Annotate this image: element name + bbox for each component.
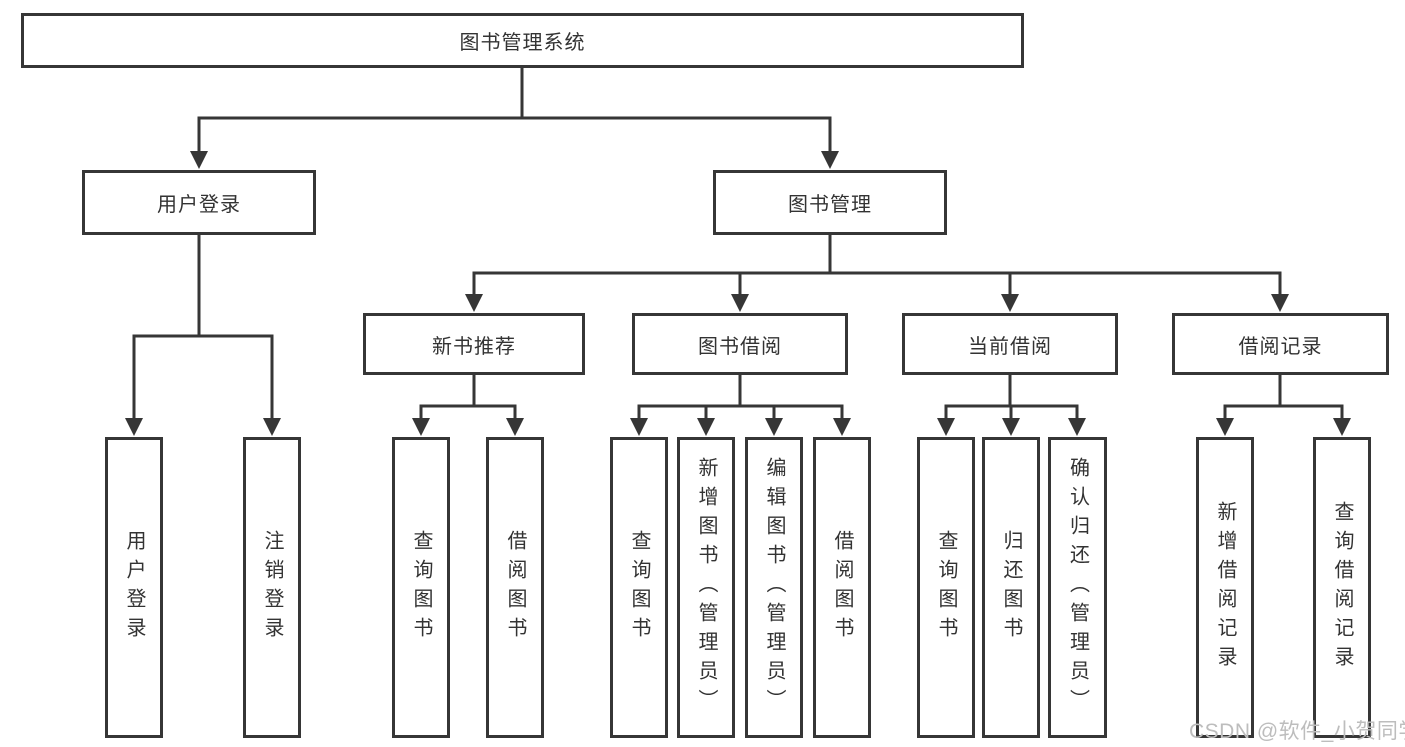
leaf-label: 查询借阅记录 — [1331, 500, 1353, 675]
leaf-add-book-admin: 新增图书（管理员） — [677, 437, 735, 738]
leaf-label: 借阅图书 — [504, 529, 526, 646]
leaf-user-login: 用户登录 — [105, 437, 163, 738]
watermark-text: CSDN @软件_小贺同学 — [1189, 720, 1405, 743]
leaf-label: 新增借阅记录 — [1214, 500, 1236, 675]
leaf-borrowing-query-books: 查询图书 — [610, 437, 668, 738]
leaf-borrowing-borrow-books: 借阅图书 — [813, 437, 871, 738]
leaf-label: 归还图书 — [1000, 529, 1022, 646]
node-book-management: 图书管理 — [713, 170, 947, 235]
leaf-label: 编辑图书（管理员） — [763, 457, 785, 718]
node-user-login: 用户登录 — [82, 170, 316, 235]
node-borrowing-records: 借阅记录 — [1172, 313, 1389, 375]
leaf-recommend-borrow-books: 借阅图书 — [486, 437, 544, 738]
leaf-confirm-return-admin: 确认归还（管理员） — [1048, 437, 1107, 738]
leaf-add-borrow-record: 新增借阅记录 — [1196, 437, 1254, 738]
leaf-label: 借阅图书 — [831, 529, 853, 646]
leaf-label: 查询图书 — [628, 529, 650, 646]
leaf-label: 用户登录 — [123, 529, 145, 646]
node-root: 图书管理系统 — [21, 13, 1024, 68]
leaf-query-borrow-record: 查询借阅记录 — [1313, 437, 1371, 738]
leaf-return-books: 归还图书 — [982, 437, 1040, 738]
leaf-label: 新增图书（管理员） — [695, 457, 717, 718]
leaf-logout: 注销登录 — [243, 437, 301, 738]
node-new-book-recommend: 新书推荐 — [363, 313, 585, 375]
leaf-current-query-books: 查询图书 — [917, 437, 975, 738]
leaf-edit-book-admin: 编辑图书（管理员） — [745, 437, 803, 738]
leaf-label: 注销登录 — [261, 529, 283, 646]
leaf-recommend-query-books: 查询图书 — [392, 437, 450, 738]
leaf-label: 确认归还（管理员） — [1066, 457, 1089, 718]
leaf-label: 查询图书 — [410, 529, 432, 646]
node-current-borrowing: 当前借阅 — [902, 313, 1118, 375]
node-book-borrowing: 图书借阅 — [632, 313, 848, 375]
leaf-label: 查询图书 — [935, 529, 957, 646]
